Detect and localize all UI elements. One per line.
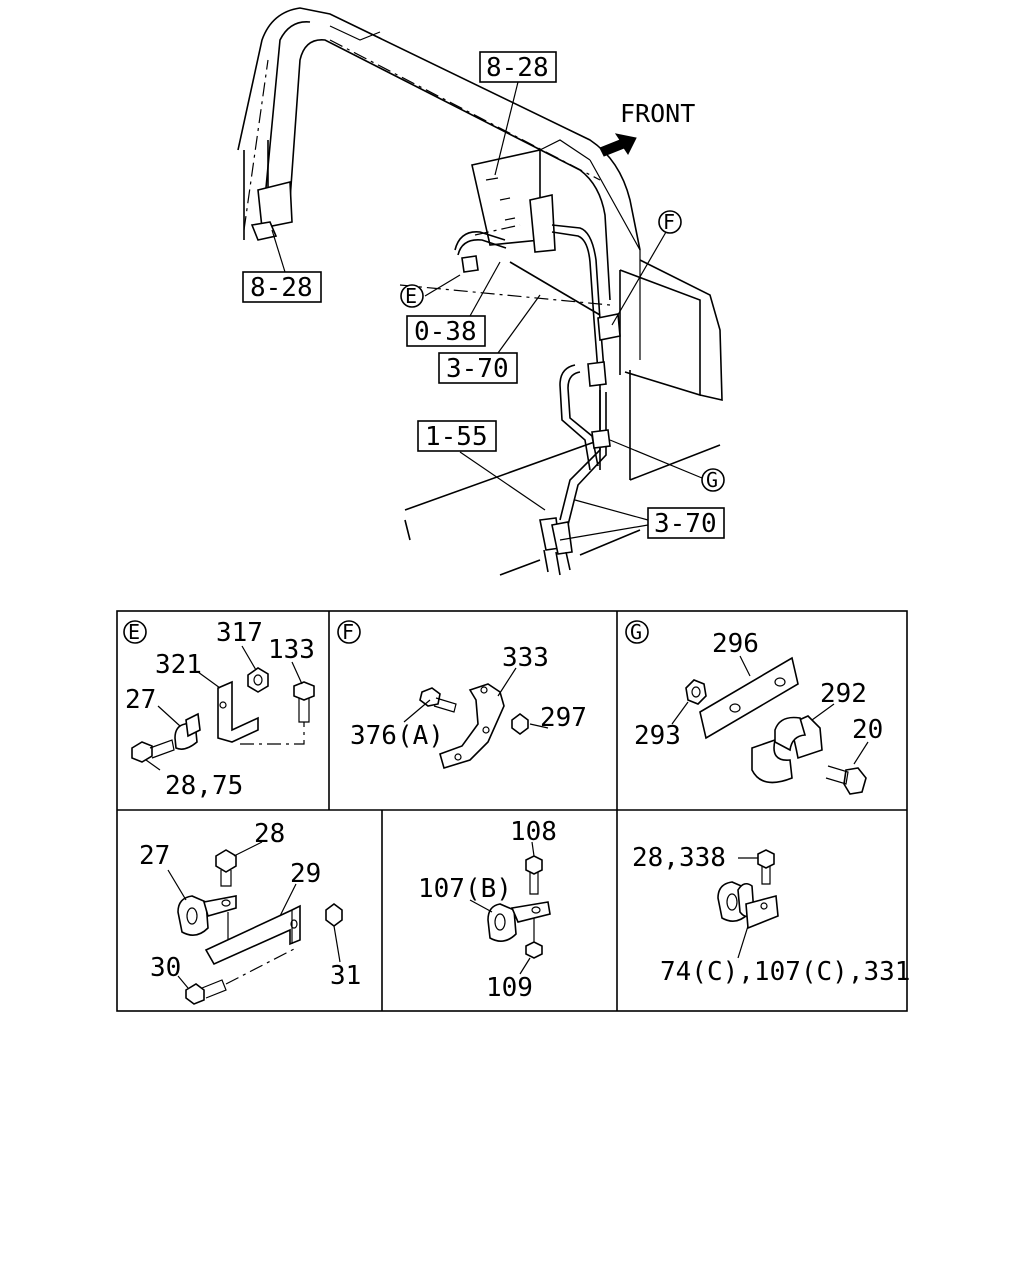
- svg-text:8-28: 8-28: [250, 273, 313, 303]
- detail-panel-bracket-29: 28 27 29 30 31: [139, 819, 361, 1005]
- front-arrow-icon: [599, 133, 637, 157]
- svg-text:0-38: 0-38: [414, 317, 477, 347]
- svg-text:3-70: 3-70: [654, 509, 717, 539]
- part-label-296: 296: [712, 629, 759, 659]
- part-label-297: 297: [540, 703, 587, 733]
- marker-e-main: E: [400, 284, 424, 308]
- part-label-28-75: 28,75: [165, 771, 243, 801]
- detail-panel-clamp-107c: 28,338 74(C),107(C),331: [632, 843, 910, 987]
- part-label-133: 133: [268, 635, 315, 665]
- main-assembly-view: FRONT 8-28 8-28 0-38 3-70 1-55: [237, 7, 725, 576]
- part-label-376a: 376(A): [350, 721, 444, 751]
- part-label-28-p4: 28: [254, 819, 285, 849]
- svg-text:3-70: 3-70: [446, 354, 509, 384]
- part-label-109: 109: [486, 973, 533, 1003]
- part-label-321: 321: [155, 650, 202, 680]
- part-label-108: 108: [510, 817, 557, 847]
- ref-box-0-38: 0-38: [406, 315, 486, 347]
- part-label-107b: 107(B): [418, 874, 512, 904]
- marker-f-main: F: [658, 210, 682, 234]
- svg-text:F: F: [663, 210, 675, 234]
- panel-f-marker: F: [342, 620, 354, 644]
- marker-g-main: G: [701, 468, 725, 492]
- part-label-31: 31: [330, 961, 361, 991]
- part-label-74c-107c-331: 74(C),107(C),331: [660, 957, 910, 987]
- ref-box-8-28-left: 8-28: [242, 271, 322, 303]
- part-label-27-e: 27: [125, 685, 156, 715]
- part-label-292: 292: [820, 679, 867, 709]
- detail-panel-e: E 317 133 321 27 28,75: [123, 618, 315, 801]
- part-label-317: 317: [216, 618, 263, 648]
- ref-box-8-28-top: 8-28: [479, 51, 557, 83]
- detail-panel-f: F 333 376(A) 297: [337, 620, 587, 770]
- ref-box-1-55: 1-55: [417, 420, 497, 452]
- part-label-29: 29: [290, 859, 321, 889]
- part-label-333: 333: [502, 643, 549, 673]
- svg-text:8-28: 8-28: [486, 53, 549, 83]
- ref-box-3-70-upper: 3-70: [438, 352, 518, 384]
- ref-box-3-70-lower: 3-70: [647, 507, 725, 539]
- detail-grid: [116, 610, 908, 1012]
- part-label-27-p4: 27: [139, 841, 170, 871]
- part-label-293: 293: [634, 721, 681, 751]
- panel-g-marker: G: [630, 620, 642, 644]
- part-label-28-338: 28,338: [632, 843, 726, 873]
- panel-e-marker: E: [128, 620, 140, 644]
- detail-panel-g: G 296 292 293 20: [625, 620, 883, 795]
- part-label-20: 20: [852, 715, 883, 745]
- part-label-30: 30: [150, 953, 181, 983]
- svg-text:G: G: [706, 468, 718, 492]
- svg-text:E: E: [405, 284, 417, 308]
- front-label: FRONT: [620, 99, 695, 128]
- svg-text:1-55: 1-55: [425, 422, 488, 452]
- detail-panel-clamp-107b: 108 107(B) 109: [418, 817, 557, 1003]
